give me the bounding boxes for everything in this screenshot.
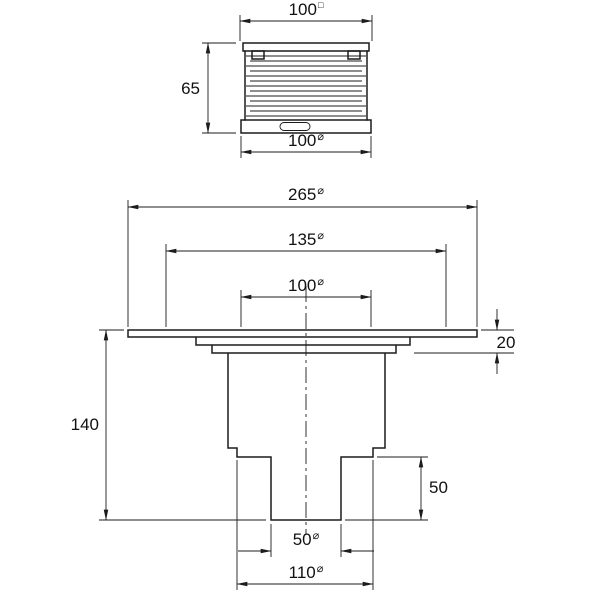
dim-outlet-length-label: 50 xyxy=(429,478,448,497)
dim-lower-body-diameter-label: 110⌀ xyxy=(289,563,324,582)
dim-total-height-label: 140 xyxy=(71,415,99,434)
dim-flange-diameter-label: 265⌀ xyxy=(288,185,324,204)
dim-outlet-diameter-label: 50⌀ xyxy=(293,530,320,549)
dim-upper-diameter-ext-lines xyxy=(240,136,372,158)
upper-part-clips xyxy=(251,50,361,60)
dim-flange-height-label: 20 xyxy=(497,333,516,352)
upper-part-slot-detail xyxy=(279,122,311,131)
upper-part-corrugation-ribs xyxy=(246,55,366,117)
dim-upper-height-label: 65 xyxy=(181,79,200,98)
dim-opening-diameter-label: 100⌀ xyxy=(288,276,324,295)
drain-body-profile xyxy=(127,329,478,521)
dim-collar-diameter-label: 135⌀ xyxy=(288,230,324,249)
dim-upper-height-ext-lines xyxy=(202,42,236,134)
upper-part-top-frame xyxy=(242,42,370,52)
dim-upper-diameter-label: 100⌀ xyxy=(288,131,324,150)
dim-top-width-label: 100□ xyxy=(289,0,324,19)
dim-total-height-ext-lines xyxy=(99,329,266,521)
dim-collar-diameter-ext-lines xyxy=(165,244,447,327)
dim-outlet-length-ext-lines xyxy=(345,456,428,521)
upper-part-corrugation-edges xyxy=(244,50,368,121)
upper-part-bottom-flange xyxy=(240,119,372,134)
dim-lower-body-diameter-ext-lines xyxy=(236,460,374,590)
dim-flange-diameter-ext-lines xyxy=(127,200,478,327)
